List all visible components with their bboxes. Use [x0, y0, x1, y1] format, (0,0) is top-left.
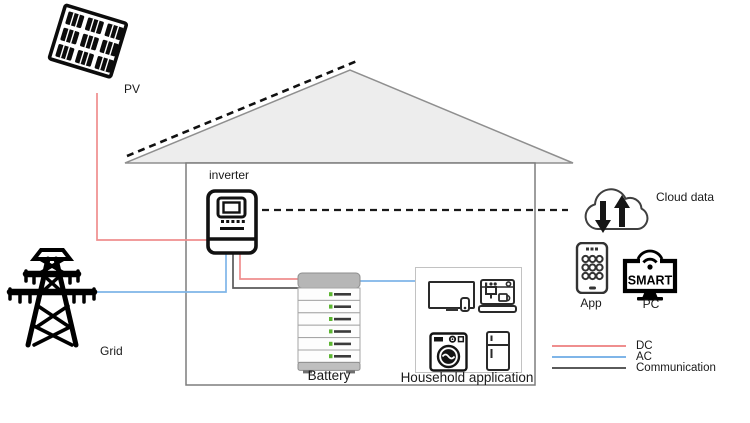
legend-communication-label: Communication — [636, 361, 716, 374]
coffee-machine-icon — [478, 279, 517, 313]
battery-label: Battery — [307, 368, 351, 383]
legend: DC AC Communication — [552, 339, 716, 374]
dc-wire-pv-to-inverter — [96, 93, 208, 241]
battery-stack-icon — [297, 272, 361, 374]
download-arrow-icon — [600, 201, 606, 222]
comm-wire-inverter-to-battery — [232, 252, 299, 289]
grid-label: Grid — [100, 344, 123, 358]
pc-label: PC — [642, 297, 660, 311]
inverter-label: inverter — [209, 168, 250, 182]
legend-ac-line — [552, 355, 626, 358]
legend-ac-label: AC — [636, 350, 652, 363]
app-label: App — [580, 296, 602, 310]
roof-dashed-line — [126, 59, 358, 158]
dc-wire-inverter-to-battery — [239, 252, 299, 280]
legend-row-dc: DC — [552, 339, 716, 352]
smartphone-icon — [575, 242, 609, 294]
household-label: Household application — [400, 370, 534, 385]
cloud-icon — [584, 188, 649, 233]
pv-label: PV — [124, 82, 141, 96]
fridge-icon — [486, 331, 510, 371]
legend-row-communication: Communication — [552, 361, 716, 374]
legend-row-ac: AC — [552, 350, 716, 363]
cloud-data-label: Cloud data — [656, 190, 715, 204]
pc-screen-text: SMART — [628, 274, 673, 288]
upload-arrow-icon — [619, 206, 625, 227]
wifi-icon — [636, 249, 664, 270]
legend-communication-line — [552, 366, 626, 369]
battery-module-logos — [329, 292, 351, 359]
tv-icon — [428, 281, 475, 312]
legend-dc-line — [552, 344, 626, 347]
ac-wire-grid-to-inverter — [93, 252, 227, 293]
washing-machine-icon — [429, 332, 468, 372]
solar-panel-icon — [47, 3, 129, 79]
transmission-tower-icon — [6, 248, 98, 348]
inverter-icon — [206, 189, 258, 255]
roof — [124, 69, 574, 164]
legend-dc-label: DC — [636, 339, 653, 352]
monitor-icon: SMART — [622, 249, 678, 301]
